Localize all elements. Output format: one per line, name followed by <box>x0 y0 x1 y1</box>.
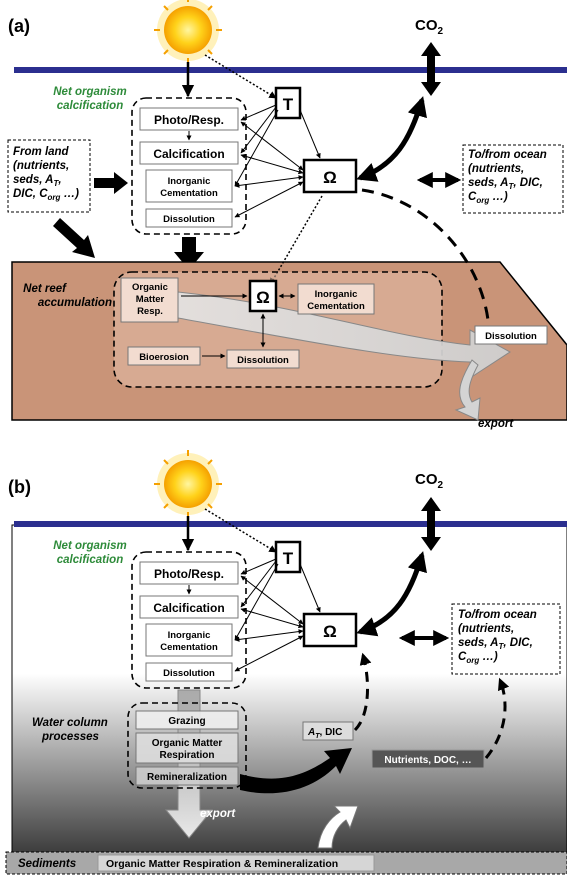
svg-text:Remineralization: Remineralization <box>147 772 227 783</box>
omega-organism-arrows <box>234 121 304 218</box>
water-surface-line-b <box>14 521 567 527</box>
panel-b-label: (b) <box>8 477 31 497</box>
to-ocean-box-b <box>451 603 561 675</box>
svg-text:Resp.: Resp. <box>137 306 163 317</box>
omega-box <box>302 158 358 194</box>
svg-text:Organic Matter: Organic Matter <box>152 738 223 749</box>
water-label-2: processes <box>41 731 99 743</box>
remin-to-dic-arrow <box>240 748 352 794</box>
box-inorganic-cementation <box>145 169 233 203</box>
svg-text:To/from ocean (nutrients: To/from ocean (nutrients, seds, AT, DIC,… <box>458 609 540 665</box>
svg-text:From land (nutrients,: From land (nutrients, seds, AT, DIC, Cor… <box>13 146 79 202</box>
svg-text:Dissolution: Dissolution <box>485 331 537 342</box>
water-column <box>11 524 567 856</box>
svg-text:AT, DIC: AT, DIC <box>307 727 342 740</box>
organism-to-reef-arrow <box>174 237 204 270</box>
co2-label-b: CO2 <box>415 471 444 491</box>
export-down-arrow <box>164 689 214 839</box>
svg-text:T: T <box>283 95 294 114</box>
box-photo-resp-text: Photo/Resp. <box>154 113 224 127</box>
svg-text:Inorganic: Inorganic <box>168 176 211 187</box>
box-at-dic <box>302 721 354 741</box>
box-calcification-text: Calcification <box>153 147 224 161</box>
svg-text:Dissolution: Dissolution <box>237 355 289 366</box>
net-organism-label-b1: Net organism <box>53 540 127 552</box>
box-reef-inorganic-cementation <box>297 283 375 315</box>
from-land-box <box>7 139 91 213</box>
net-organism-label-1: Net organism <box>53 86 127 98</box>
box-organic-matter-resp <box>120 277 179 323</box>
svg-text:Dissolution: Dissolution <box>163 668 215 679</box>
box-bioerosion <box>127 346 201 366</box>
co2-label: CO2 <box>415 17 444 37</box>
svg-text:Photo/Resp.: Photo/Resp. <box>154 567 224 581</box>
svg-text:Ω: Ω <box>323 622 337 641</box>
nutrients-to-ocean-dashed <box>484 677 510 759</box>
box-reef-dissolution <box>226 349 300 369</box>
export-label-a: export <box>478 418 514 430</box>
reef-label-2: accumulation <box>38 297 112 309</box>
co2-omega-arrow <box>356 96 427 182</box>
svg-text:Ω: Ω <box>256 288 270 307</box>
sun-icon <box>154 0 222 64</box>
omega-box-reef <box>248 279 278 313</box>
svg-text:Matter: Matter <box>136 294 165 305</box>
box-dissolution-right <box>474 325 548 345</box>
svg-text:Cementation: Cementation <box>160 188 218 199</box>
double-arrow-icon <box>421 497 441 551</box>
sediments-label: Sediments <box>18 858 76 870</box>
land-to-organism-arrow <box>94 172 128 194</box>
temperature-box <box>274 86 302 120</box>
svg-text:Ω: Ω <box>323 168 337 187</box>
svg-text:Inorganic: Inorganic <box>315 289 358 300</box>
land-to-reef-arrow <box>53 218 95 258</box>
panel-b: (b) CO2 Net organism calcification Photo… <box>5 450 567 875</box>
box-photo-resp <box>139 107 239 131</box>
svg-text:Cementation: Cementation <box>160 642 218 653</box>
net-organism-label-b2: calcification <box>57 554 123 566</box>
reef-label-1: Net reef <box>23 283 67 295</box>
sediments-process-text: Organic Matter Respiration & Remineraliz… <box>106 858 338 870</box>
box-calcification <box>139 141 239 165</box>
svg-text:To/from ocean (nutrients: To/from ocean (nutrients, seds, AT, DIC,… <box>468 149 550 205</box>
box-nutrients-doc <box>371 749 485 769</box>
dic-to-omega-dashed <box>353 652 372 732</box>
svg-text:Grazing: Grazing <box>168 716 205 727</box>
sediment-flux-arrow <box>317 805 359 849</box>
panel-a: (a) CO2 Net organism calcification <box>7 0 567 430</box>
svg-text:Organic: Organic <box>132 282 168 293</box>
temperature-box-b <box>274 540 302 574</box>
export-label-b: export <box>200 808 236 820</box>
svg-text:T: T <box>283 549 294 568</box>
net-organism-label-2: calcification <box>57 100 123 112</box>
svg-text:Cementation: Cementation <box>307 301 365 312</box>
box-dissolution <box>145 208 233 228</box>
svg-text:Inorganic: Inorganic <box>168 630 211 641</box>
box-dissolution-text: Dissolution <box>163 214 215 225</box>
double-arrow-icon <box>421 42 441 96</box>
omega-box-b <box>302 612 358 648</box>
sun-to-t-dotted <box>204 54 277 99</box>
water-label-1: Water column <box>32 717 108 729</box>
to-ocean-box <box>462 144 564 214</box>
svg-text:Respiration: Respiration <box>159 750 214 761</box>
panel-a-label: (a) <box>8 16 30 36</box>
omega-dissolution-dashed <box>361 188 490 321</box>
svg-text:Calcification: Calcification <box>153 601 224 615</box>
sun-icon <box>154 450 222 518</box>
svg-text:Bioerosion: Bioerosion <box>139 352 189 363</box>
svg-text:Nutrients, DOC, …: Nutrients, DOC, … <box>384 755 471 766</box>
water-surface-line <box>14 67 567 73</box>
water-processes-group <box>127 702 247 789</box>
